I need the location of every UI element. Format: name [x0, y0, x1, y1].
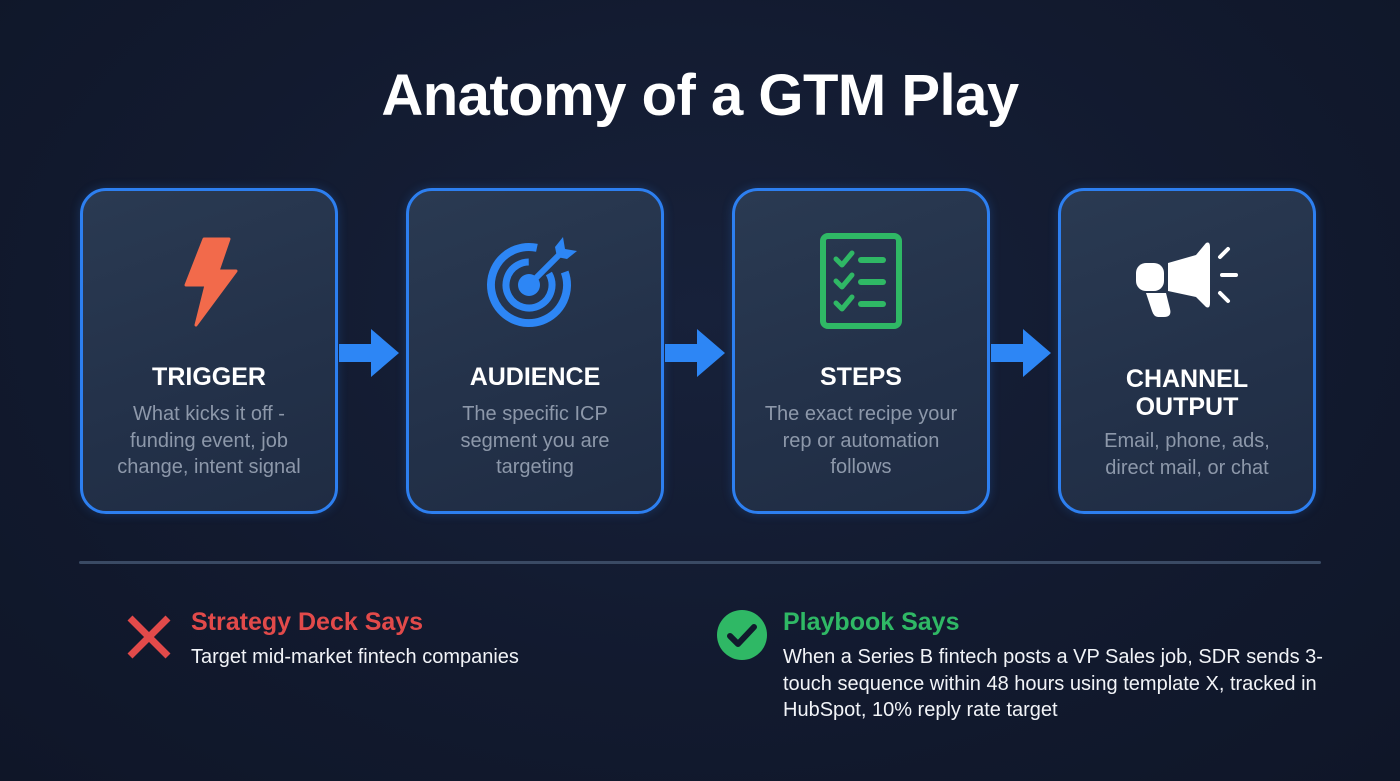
card-description: The specific ICP segment you are targeti… [460, 403, 610, 478]
card-description: The exact recipe your rep or automation … [764, 403, 958, 478]
megaphone-icon [1061, 231, 1313, 331]
arrow-right-icon [339, 329, 401, 377]
strategy-body: Target mid-market fintech companies [191, 646, 519, 668]
card-audience: AUDIENCE The specific ICP segment you ar… [406, 188, 664, 514]
card-title: AUDIENCE [469, 363, 601, 391]
card-title: TRIGGER [152, 363, 266, 391]
card-title-text: CHANNEL OUTPUT [1125, 365, 1249, 421]
page-title: Anatomy of a GTM Play [381, 63, 1019, 128]
checklist-icon [735, 231, 987, 331]
lightning-bolt-icon [83, 231, 335, 331]
arrow-right-icon [665, 329, 727, 377]
target-icon [409, 231, 661, 331]
playbook-title: Playbook Says [783, 608, 960, 636]
card-title: STEPS [820, 363, 902, 391]
card-title: CHANNEL OUTPUT [1061, 365, 1313, 421]
arrow-right-icon [991, 329, 1053, 377]
card-description: What kicks it off - funding event, job c… [117, 403, 301, 478]
card-description: Email, phone, ads, direct mail, or chat [1104, 430, 1270, 479]
strategy-title: Strategy Deck Says [191, 608, 424, 636]
section-divider [79, 561, 1321, 564]
card-channel-output: CHANNEL OUTPUT Email, phone, ads, direct… [1058, 188, 1316, 514]
card-steps: STEPS The exact recipe your rep or autom… [732, 188, 990, 514]
card-trigger: TRIGGER What kicks it off - funding even… [80, 188, 338, 514]
check-circle-icon [716, 609, 768, 666]
playbook-body: When a Series B fintech posts a VP Sales… [783, 646, 1323, 721]
x-mark-icon [124, 612, 174, 667]
